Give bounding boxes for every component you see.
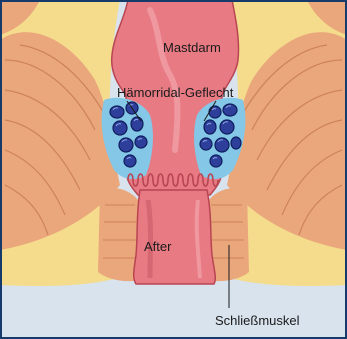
anus-label: After [144,239,171,254]
anal-canal [134,190,216,284]
hemorrhoidal-plexus-label: Hämorridal-Geflecht [117,85,233,100]
sphincter-label: Schließmuskel [215,313,300,328]
rectum-label: Mastdarm [163,40,221,55]
